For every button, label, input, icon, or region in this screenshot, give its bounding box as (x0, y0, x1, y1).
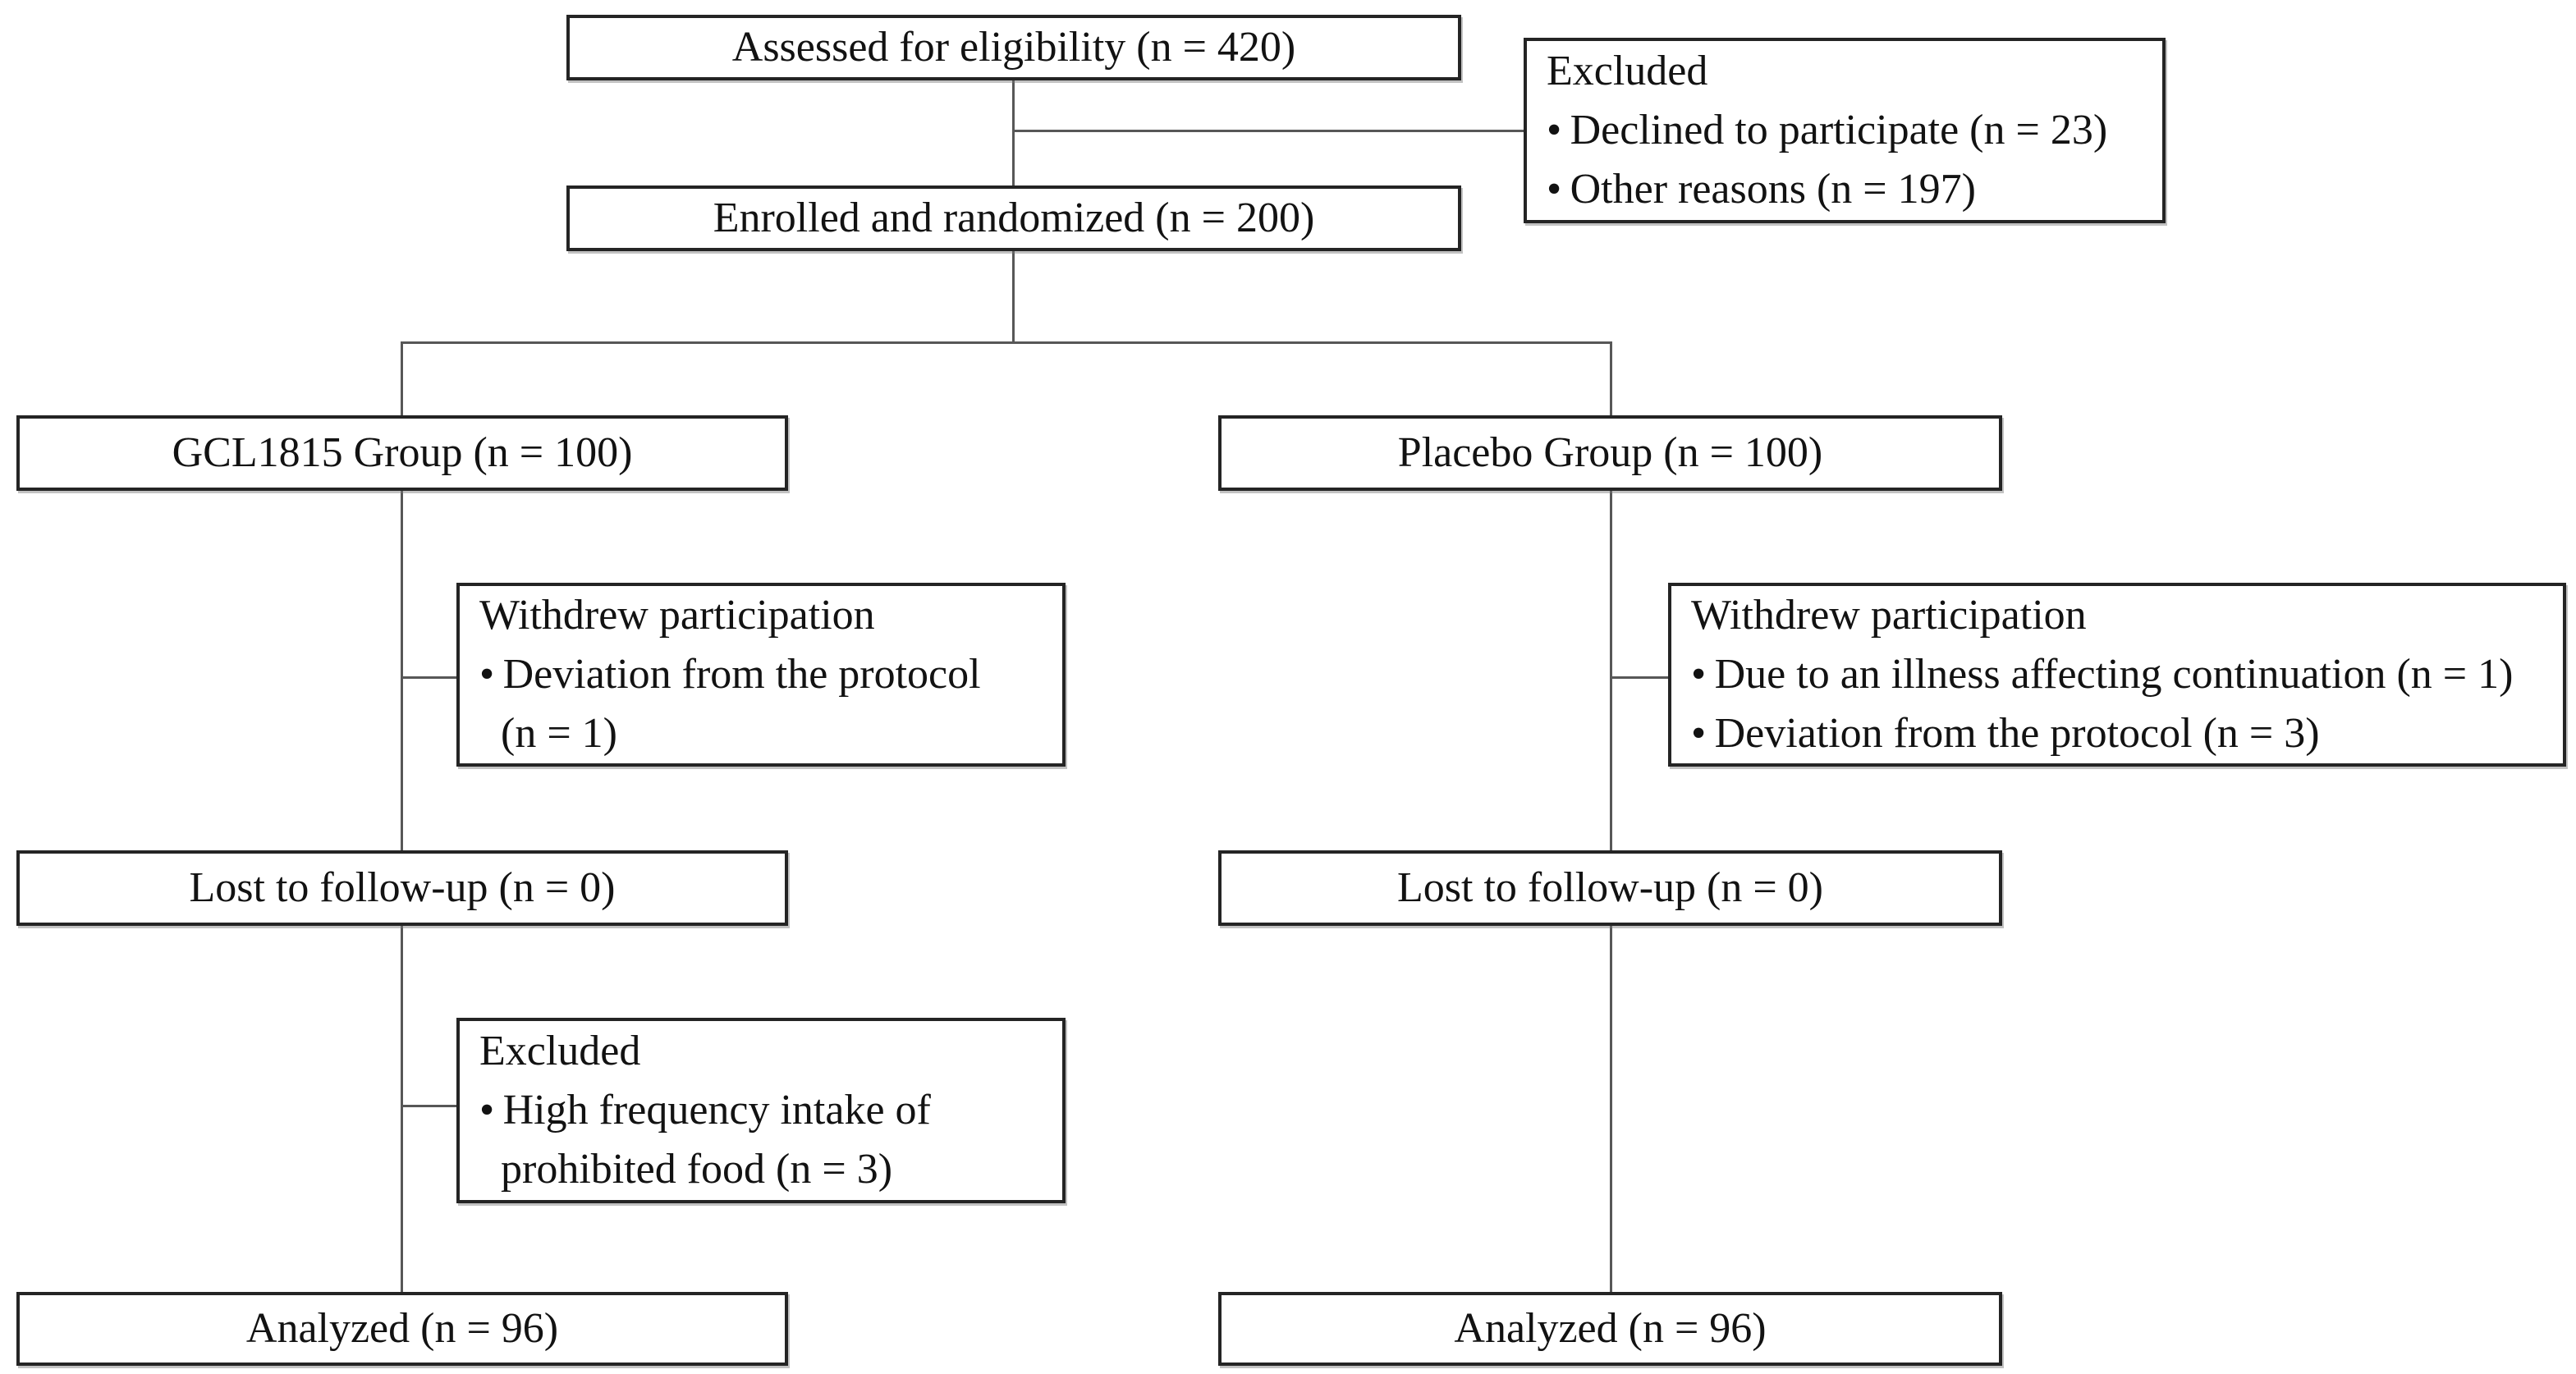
connector-placebo-lost-to-analyzed (1610, 926, 1612, 1294)
excluded-screening-title: Excluded (1547, 48, 1708, 94)
placebo-withdrew-title: Withdrew participation (1691, 592, 2087, 639)
gcl1815-withdrew-title: Withdrew participation (479, 592, 875, 639)
placebo-withdrew-bullet-deviation: • Deviation from the protocol (n = 3) (1691, 710, 2320, 757)
enrolled-randomized-label: Enrolled and randomized (n = 200) (713, 194, 1315, 241)
connector-assessed-to-enrolled (1012, 79, 1015, 187)
gcl1815-group-label: GCL1815 Group (n = 100) (172, 428, 633, 476)
placebo-group-box: Placebo Group (n = 100) (1218, 415, 2002, 491)
gcl1815-lost-followup-box: Lost to follow-up (n = 0) (16, 850, 788, 926)
placebo-withdrew-box: Withdrew participation • Due to an illne… (1668, 583, 2566, 767)
connector-split-to-gcl-group (401, 341, 403, 417)
gcl1815-excluded-title: Excluded (479, 1028, 641, 1074)
gcl1815-withdrew-bullet-deviation: • Deviation from the protocol (n = 1) (479, 651, 981, 757)
placebo-analyzed-label: Analyzed (n = 96) (1454, 1304, 1767, 1352)
connector-branch-gcl-excluded (401, 1105, 458, 1107)
gcl1815-analyzed-box: Analyzed (n = 96) (16, 1292, 788, 1366)
enrolled-randomized-box: Enrolled and randomized (n = 200) (566, 185, 1461, 251)
assessed-eligibility-label: Assessed for eligibility (n = 420) (731, 23, 1296, 71)
gcl1815-group-box: GCL1815 Group (n = 100) (16, 415, 788, 491)
connector-split-horizontal (401, 341, 1612, 344)
excluded-screening-bullet-other: • Other reasons (n = 197) (1547, 166, 1976, 213)
gcl1815-analyzed-label: Analyzed (n = 96) (245, 1304, 559, 1352)
connector-split-to-placebo-group (1610, 341, 1612, 417)
connector-enrolled-to-split (1012, 250, 1015, 343)
connector-branch-excluded-screening (1012, 130, 1525, 132)
placebo-withdrew-bullet-illness: • Due to an illness affecting continuati… (1691, 651, 2514, 698)
excluded-screening-box: Excluded • Declined to participate (n = … (1524, 38, 2166, 223)
placebo-analyzed-box: Analyzed (n = 96) (1218, 1292, 2002, 1366)
assessed-eligibility-box: Assessed for eligibility (n = 420) (566, 15, 1461, 80)
placebo-lost-followup-box: Lost to follow-up (n = 0) (1218, 850, 2002, 926)
connector-gcl-lost-to-analyzed (401, 926, 403, 1294)
connector-gcl-group-to-lost (401, 489, 403, 852)
connector-branch-gcl-withdrew (401, 676, 458, 679)
excluded-screening-bullet-declined: • Declined to participate (n = 23) (1547, 107, 2108, 153)
placebo-lost-followup-label: Lost to follow-up (n = 0) (1397, 863, 1823, 911)
gcl1815-excluded-bullet-food: • High frequency intake of prohibited fo… (479, 1087, 931, 1193)
placebo-group-label: Placebo Group (n = 100) (1397, 428, 1823, 476)
gcl1815-lost-followup-label: Lost to follow-up (n = 0) (189, 863, 616, 911)
connector-placebo-group-to-lost (1610, 489, 1612, 852)
connector-branch-placebo-withdrew (1610, 676, 1670, 679)
gcl1815-withdrew-box: Withdrew participation • Deviation from … (456, 583, 1066, 767)
gcl1815-excluded-box: Excluded • High frequency intake of proh… (456, 1018, 1066, 1203)
